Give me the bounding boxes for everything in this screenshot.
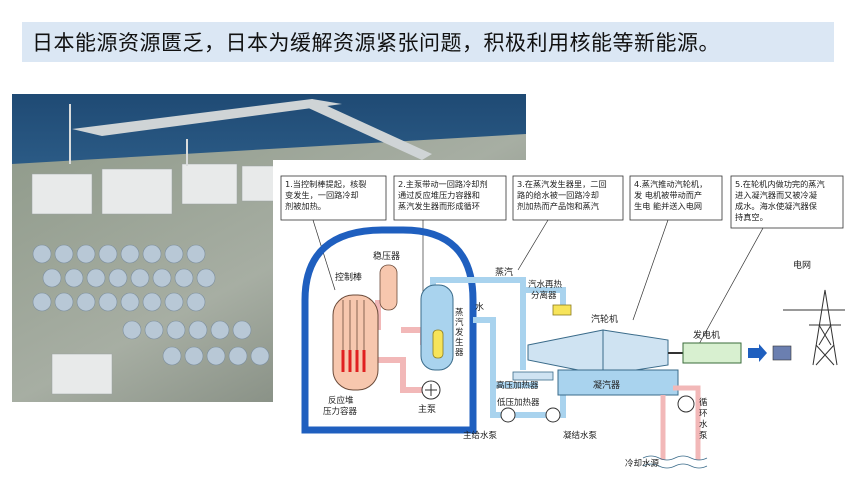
note-5-line-4: 持真空。 [735, 212, 768, 222]
pressurizer [379, 264, 398, 311]
control-rods [341, 350, 366, 372]
note-4-line-1: 4.蒸汽推动汽轮机， [634, 179, 707, 189]
note-box-5: 5.在轮机内做功完的蒸汽 进入凝汽器而又被冷凝 成水。海水使凝汽器保 持真空。 [730, 175, 844, 229]
note-1-line-2: 变发生，一回路冷却 [285, 190, 359, 200]
hp-heater [512, 371, 554, 381]
separator-label-1: 汽水再热 [528, 279, 563, 290]
condensate-pump-icon [545, 407, 561, 423]
turbine-label: 汽轮机 [591, 313, 618, 325]
sg-label-5: 器 [455, 348, 464, 358]
note-2-line-3: 蒸汽发生器而形成循环 [398, 201, 480, 211]
containment-building [301, 226, 477, 434]
turbine-lp [602, 329, 669, 376]
feed-pump-label: 主给水泵 [463, 430, 498, 441]
sg-label-4: 生 [455, 337, 464, 348]
grid-label: 电网 [793, 259, 811, 271]
pwr-schematic: 1.当控制棒提起，核裂 变发生，一回路冷却 剂被加热。 2.主泵带动一回路冷却剂… [273, 160, 860, 478]
note-3-line-2: 路的给水被一回路冷却 [517, 190, 599, 200]
note-4-line-2: 发 电机被带动而产 [634, 190, 702, 200]
main-pump-label: 主泵 [418, 403, 436, 415]
control-rod-label: 控制棒 [335, 271, 362, 283]
transmission-tower-icon [783, 289, 845, 366]
steam-label: 蒸汽 [495, 266, 513, 278]
pressurizer-label: 稳压器 [373, 250, 400, 262]
circ-pump-label-2: 环 [699, 409, 708, 419]
generator-label: 发电机 [693, 329, 720, 341]
lp-heater-label: 低压加热器 [497, 397, 540, 408]
title-banner: 日本能源资源匮乏，日本为缓解资源紧张问题，积极利用核能等新能源。 [22, 22, 834, 62]
note-box-4: 4.蒸汽推动汽轮机， 发 电机被带动而产 生电 能并送入电网 [629, 175, 723, 221]
water-waves-icon [642, 455, 708, 469]
reactor-vessel [332, 294, 379, 391]
moisture-separator [552, 304, 572, 316]
circ-pump-label-3: 水 [699, 419, 708, 430]
generator [682, 342, 742, 364]
note-box-1: 1.当控制棒提起，核裂 变发生，一回路冷却 剂被加热。 [280, 175, 387, 221]
hp-heater-label: 高压加热器 [496, 380, 539, 391]
sg-label-1: 蒸 [455, 307, 464, 318]
reactor-vessel-label-2: 压力容器 [323, 406, 358, 417]
condenser-label: 凝汽器 [593, 379, 620, 391]
note-3-line-3: 剂加热而产品饱和蒸汽 [517, 201, 599, 211]
water-label: 水 [475, 301, 484, 313]
circ-pump-label-1: 循 [699, 397, 708, 408]
note-4-line-3: 生电 能并送入电网 [634, 201, 702, 211]
power-arrow-icon [748, 344, 767, 362]
steam-generator [420, 284, 454, 371]
note-1-line-1: 1.当控制棒提起，核裂 [285, 179, 367, 189]
cooling-source-label: 冷却水源 [625, 458, 660, 469]
sg-label-3: 发 [455, 327, 464, 338]
separator-label-2: 分离器 [531, 290, 557, 301]
note-2-line-1: 2.主泵带动一回路冷却剂 [398, 179, 488, 189]
note-2-line-2: 通过反应堆压力容器和 [398, 190, 480, 200]
sg-label-2: 汽 [455, 317, 464, 328]
note-3-line-1: 3.在蒸汽发生器里，二回 [517, 179, 607, 189]
note-5-line-3: 成水。海水使凝汽器保 [735, 201, 818, 211]
note-box-3: 3.在蒸汽发生器里，二回 路的给水被一回路冷却 剂加热而产品饱和蒸汽 [512, 175, 624, 221]
note-5-line-1: 5.在轮机内做功完的蒸汽 [735, 179, 825, 189]
note-1-line-3: 剂被加热。 [285, 201, 326, 211]
condensate-pump-label: 凝结水泵 [563, 430, 598, 441]
note-box-2: 2.主泵带动一回路冷却剂 通过反应堆压力容器和 蒸汽发生器而形成循环 [393, 175, 507, 221]
page-title: 日本能源资源匮乏，日本为缓解资源紧张问题，积极利用核能等新能源。 [32, 31, 720, 55]
transformer-icon [772, 345, 792, 361]
note-5-line-2: 进入凝汽器而又被冷凝 [735, 190, 817, 200]
reactor-vessel-label-1: 反应堆 [328, 395, 354, 406]
feed-pump-icon [500, 407, 516, 423]
circ-pump-label-4: 泵 [699, 431, 708, 441]
condenser [557, 369, 679, 396]
nuclear-power-diagram: 1.当控制棒提起，核裂 变发生，一回路冷却 剂被加热。 2.主泵带动一回路冷却剂… [273, 160, 860, 478]
circulating-pump-icon [677, 395, 695, 413]
